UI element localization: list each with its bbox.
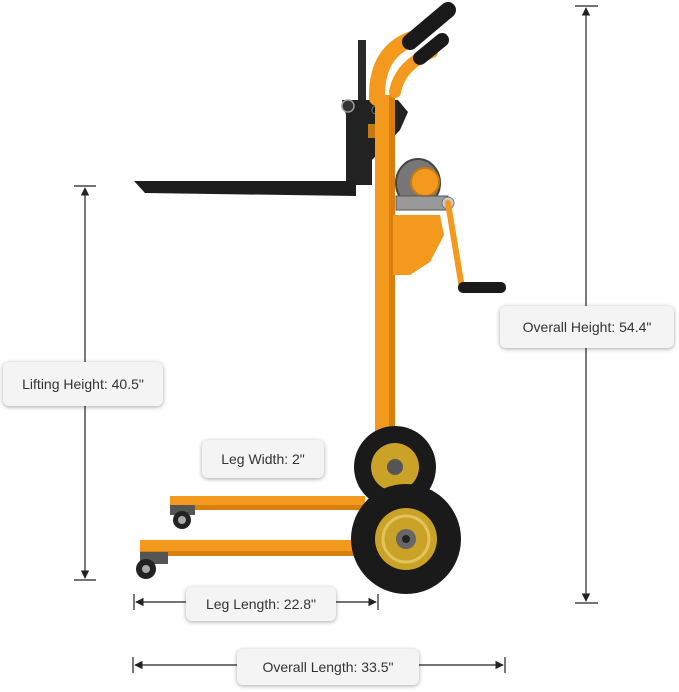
leg-length-label: Leg Length: 22.8"	[186, 587, 336, 621]
fork-blade	[134, 181, 356, 196]
overall-height-dimension-line	[575, 5, 598, 604]
lifting-height-label: Lifting Height: 40.5"	[3, 362, 163, 406]
legs	[140, 496, 365, 564]
caster-wheels	[136, 511, 191, 579]
overall-length-label: Overall Length: 33.5"	[237, 649, 419, 685]
leg-width-label: Leg Width: 2"	[202, 440, 324, 478]
winch	[393, 158, 506, 293]
mast	[368, 2, 456, 490]
fork-carriage	[134, 40, 408, 196]
overall-height-label: Overall Height: 54.4"	[500, 306, 674, 348]
front-wheel	[351, 484, 461, 594]
